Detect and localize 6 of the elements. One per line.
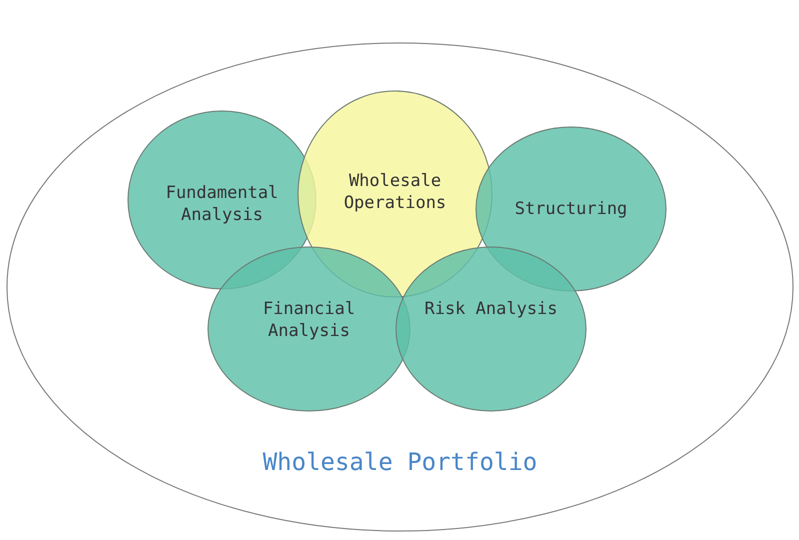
portfolio-title: Wholesale Portfolio bbox=[262, 447, 538, 477]
circle-label: Structuring bbox=[514, 198, 628, 220]
circle-label: Wholesale Operations bbox=[342, 170, 448, 214]
circle-label: Risk Analysis bbox=[423, 298, 559, 320]
circle-label: Fundamental Analysis bbox=[164, 182, 280, 226]
circle-label: Financial Analysis bbox=[262, 298, 356, 342]
